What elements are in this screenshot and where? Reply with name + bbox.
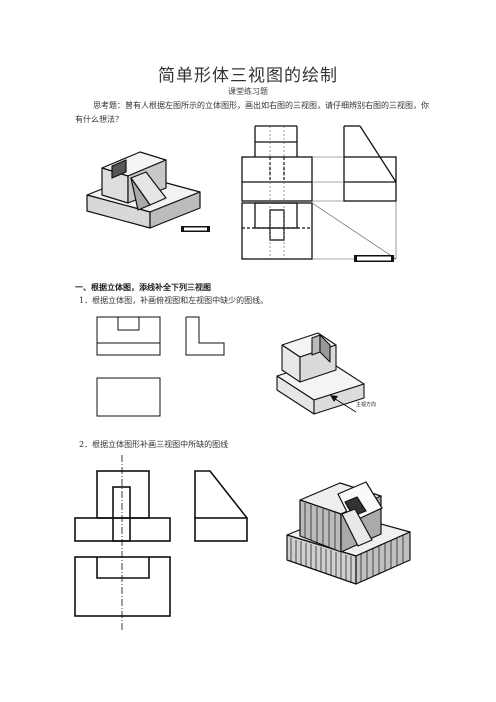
hatching [290,503,404,582]
intro-paragraph: 思考题：曾有人根据左图所示的立体图形，画出如右图的三视图，请仔细辨别右图的三视图… [75,101,429,124]
view-direction-label: 主视方向 [356,402,377,408]
exercise-1-views [96,316,225,417]
page-subtitle: 课堂练习题 [228,87,268,96]
iso-solid-3 [286,481,411,585]
exercise-2-views [74,470,248,617]
exercise-2-text: 2．根据立体图形补画三视图中所缺的图线 [79,440,229,449]
page-title: 简单形体三视图的绘制 [158,66,338,86]
exercise-1-text: 1．根据立体图，补画俯视图和左视图中缺少的图线。 [79,296,269,305]
arrow-head-icon [330,395,338,402]
view-direction-arrow [331,396,357,413]
three-view-drawing-1 [241,125,397,260]
section-heading: 一、根据立体图，添线补全下列三视图 [75,282,211,292]
iso-solid-1 [86,151,201,229]
projection-lines [269,126,397,260]
iso-solid-2 [276,332,365,415]
